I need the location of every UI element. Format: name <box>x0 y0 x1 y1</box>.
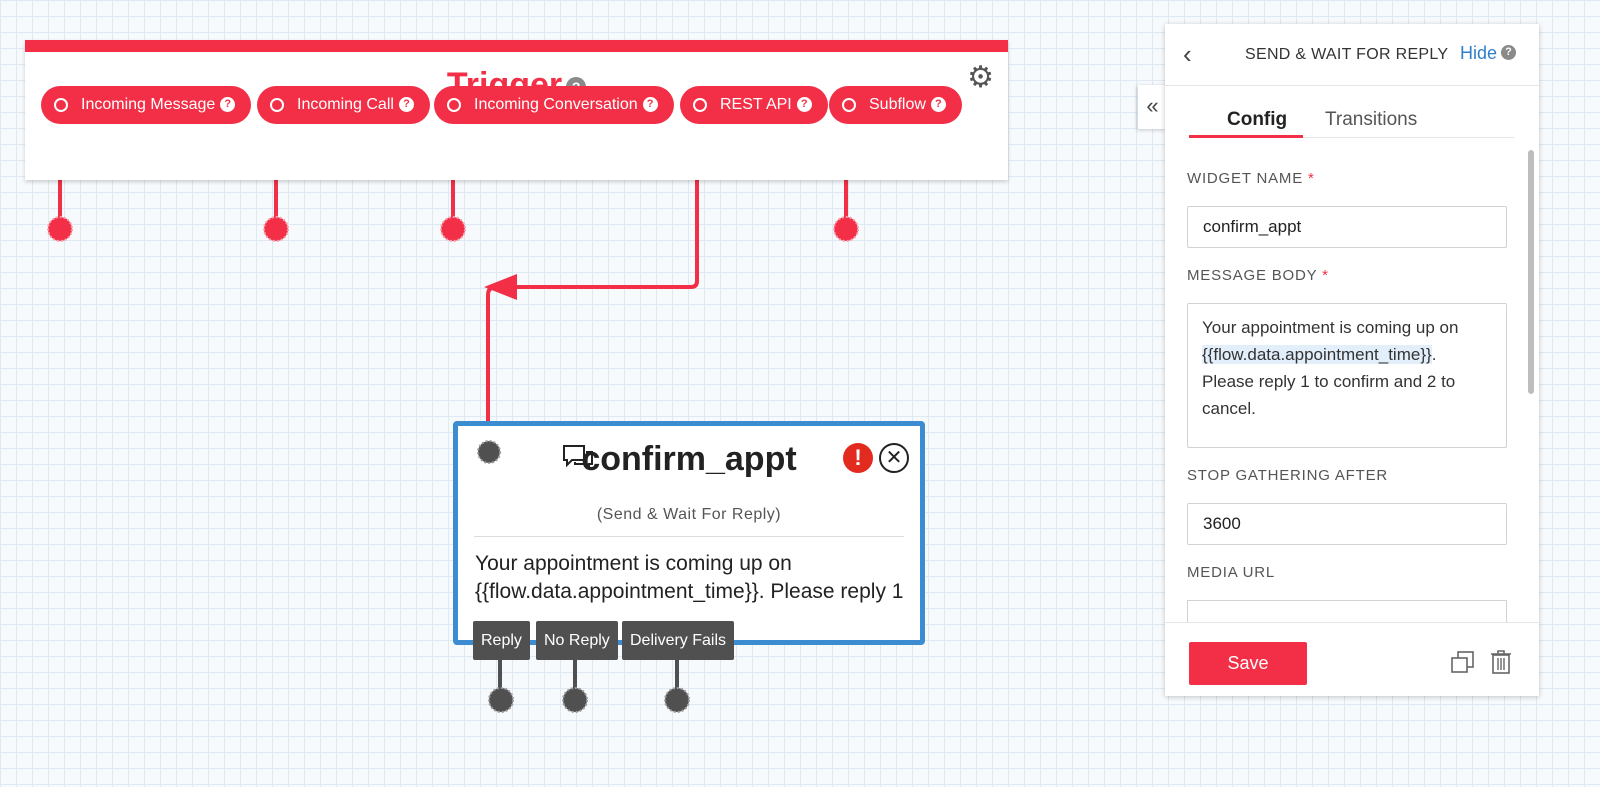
hide-label: Hide <box>1460 43 1498 63</box>
stop-gathering-input[interactable]: 3600 <box>1187 503 1507 545</box>
trigger-pill-label: Incoming Message <box>81 96 216 113</box>
tab-transitions[interactable]: Transitions <box>1325 109 1418 130</box>
trigger-pill-rest-api[interactable]: REST API? <box>680 86 828 124</box>
help-icon[interactable]: ? <box>220 97 236 113</box>
transition-no-reply[interactable]: No Reply <box>536 621 618 660</box>
transition-port-no-reply <box>562 687 588 713</box>
radio-ring-icon <box>270 98 284 112</box>
media-url-label: MEDIA URL <box>1187 564 1276 581</box>
widget-name: confirm_appt <box>581 440 797 478</box>
widget-name-input[interactable]: confirm_appt <box>1187 206 1507 248</box>
close-icon[interactable]: ✕ <box>879 443 909 473</box>
message-body-textarea[interactable]: Your appointment is coming up on {{flow.… <box>1187 303 1507 448</box>
help-icon[interactable]: ? <box>930 97 946 113</box>
help-icon[interactable]: ? <box>796 97 812 113</box>
transition-reply[interactable]: Reply <box>473 621 530 660</box>
message-body-text: Your appointment is coming up on <box>1202 318 1459 337</box>
trigger-pill-incoming-message[interactable]: Incoming Message? <box>41 86 252 124</box>
trigger-pill-label: REST API <box>720 96 792 113</box>
panel-title: SEND & WAIT FOR REPLY <box>1245 46 1449 63</box>
active-tab-indicator <box>1189 135 1303 138</box>
collapse-panel-button[interactable]: « <box>1138 85 1167 129</box>
hide-panel-link[interactable]: Hide? <box>1460 43 1517 64</box>
trigger-pill-incoming-conversation[interactable]: Incoming Conversation? <box>434 86 674 124</box>
connector-rest-api-to-widget <box>486 178 699 440</box>
panel-footer: Save <box>1165 622 1539 696</box>
duplicate-icon[interactable] <box>1450 650 1476 674</box>
help-icon[interactable]: ? <box>1501 45 1517 60</box>
message-body-variable: {{flow.data.appointment_time}} <box>1202 345 1432 364</box>
radio-ring-icon <box>842 98 856 112</box>
media-url-input[interactable] <box>1187 600 1507 622</box>
panel-scrollbar-thumb[interactable] <box>1528 150 1534 394</box>
widget-name-label: WIDGET NAME * <box>1187 170 1315 187</box>
panel-tabs: Config Transitions <box>1189 104 1514 138</box>
back-chevron-icon[interactable]: ‹ <box>1183 39 1192 69</box>
message-body-label: MESSAGE BODY * <box>1187 267 1329 284</box>
panel-header: ‹ SEND & WAIT FOR REPLY Hide? <box>1165 24 1539 86</box>
trigger-port-incoming-call <box>263 216 289 242</box>
trigger-pill-label: Subflow <box>869 96 926 113</box>
trigger-pill-label: Incoming Call <box>297 96 394 113</box>
send-wait-widget[interactable]: confirm_appt ! ✕ (Send & Wait For Reply)… <box>453 421 925 645</box>
trash-icon[interactable] <box>1489 649 1513 675</box>
transition-delivery-fails[interactable]: Delivery Fails <box>622 621 735 660</box>
error-icon[interactable]: ! <box>843 443 873 473</box>
transition-port-reply <box>488 687 514 713</box>
trigger-port-incoming-conversation <box>440 216 466 242</box>
radio-ring-icon <box>54 98 68 112</box>
widget-message-preview: Your appointment is coming up on {{flow.… <box>475 552 904 603</box>
save-button[interactable]: Save <box>1189 642 1307 685</box>
connector-arrowhead <box>484 274 517 300</box>
help-icon[interactable]: ? <box>398 97 414 113</box>
help-icon[interactable]: ? <box>642 97 658 113</box>
gears-icon[interactable]: ⚙ <box>967 61 994 94</box>
transition-port-delivery-fails <box>664 687 690 713</box>
trigger-port-subflow <box>833 216 859 242</box>
widget-input-port[interactable] <box>476 439 502 465</box>
widget-divider <box>474 536 904 537</box>
tab-config[interactable]: Config <box>1227 109 1288 130</box>
chat-bubbles-icon <box>563 445 593 471</box>
radio-ring-icon <box>447 98 461 112</box>
trigger-pill-label: Incoming Conversation <box>474 96 638 113</box>
trigger-pill-incoming-call[interactable]: Incoming Call? <box>257 86 430 124</box>
widget-type: (Send & Wait For Reply) <box>596 506 782 523</box>
trigger-port-incoming-message <box>47 216 73 242</box>
message-body-text-rest: . Please reply 1 to confirm and 2 to can… <box>1202 345 1456 418</box>
widget-config-panel: ‹ SEND & WAIT FOR REPLY Hide? Config Tra… <box>1165 24 1539 696</box>
stop-gathering-label: STOP GATHERING AFTER <box>1187 467 1389 484</box>
radio-ring-icon <box>693 98 707 112</box>
trigger-pill-subflow[interactable]: Subflow? <box>829 86 962 124</box>
